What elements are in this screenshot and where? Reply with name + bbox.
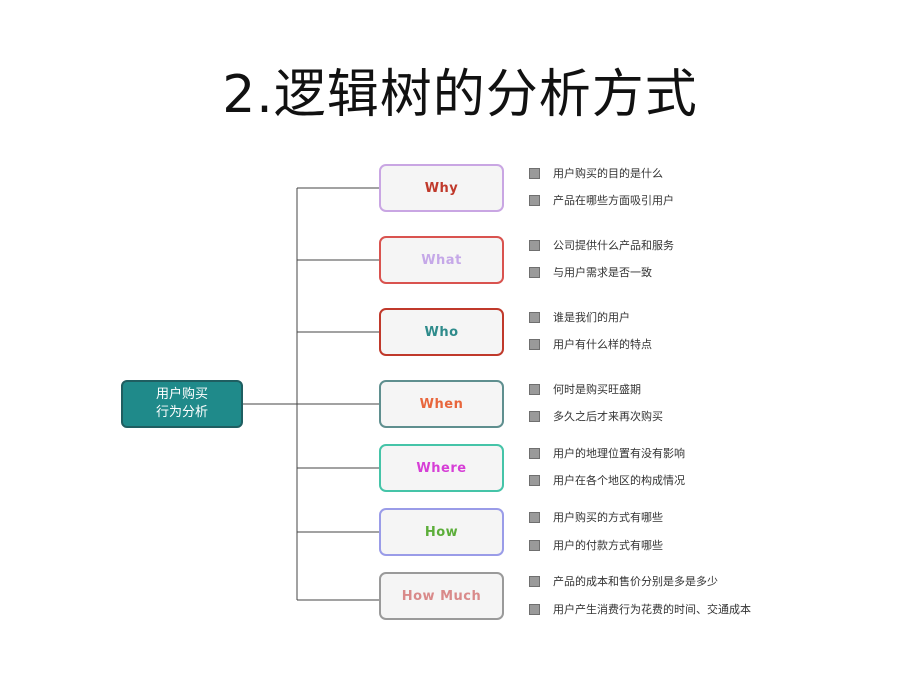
branch-node-why: Why [379, 164, 504, 212]
leaf-item: 用户购买的目的是什么 [529, 165, 663, 181]
leaf-item: 用户在各个地区的构成情况 [529, 472, 685, 488]
leaf-text: 何时是购买旺盛期 [553, 383, 641, 396]
leaf-text: 用户有什么样的特点 [553, 338, 652, 351]
leaf-item: 何时是购买旺盛期 [529, 381, 641, 397]
checkbox-square-icon [529, 167, 540, 179]
leaf-text: 用户购买的目的是什么 [553, 167, 663, 180]
leaf-item: 谁是我们的用户 [529, 309, 630, 325]
checkbox-square-icon [529, 511, 540, 523]
branch-label: How Much [401, 588, 482, 604]
leaf-item: 用户有什么样的特点 [529, 336, 652, 352]
leaf-item: 公司提供什么产品和服务 [529, 237, 674, 253]
leaf-item: 多久之后才来再次购买 [529, 408, 663, 424]
root-line-1: 用户购买 [155, 387, 208, 402]
branch-label: What [421, 252, 462, 268]
leaf-item: 用户的付款方式有哪些 [529, 537, 663, 553]
leaf-text: 用户产生消费行为花费的时间、交通成本 [553, 603, 751, 616]
checkbox-square-icon [529, 603, 540, 615]
checkbox-square-icon [529, 575, 540, 587]
branch-label: Who [424, 324, 459, 340]
leaf-text: 公司提供什么产品和服务 [553, 239, 674, 252]
leaf-text: 产品的成本和售价分别是多是多少 [553, 575, 718, 588]
checkbox-square-icon [529, 383, 540, 395]
branch-node-where: Where [379, 444, 504, 492]
leaf-text: 产品在哪些方面吸引用户 [553, 194, 674, 207]
leaf-text: 用户购买的方式有哪些 [553, 511, 663, 524]
leaf-item: 产品的成本和售价分别是多是多少 [529, 573, 718, 589]
root-line-2: 行为分析 [155, 405, 208, 420]
leaf-text: 用户的付款方式有哪些 [553, 539, 663, 552]
leaf-text: 用户的地理位置有没有影响 [553, 447, 685, 460]
checkbox-square-icon [529, 311, 540, 323]
branch-node-how: How [379, 508, 504, 556]
branch-label: When [419, 396, 464, 412]
leaf-text: 谁是我们的用户 [553, 311, 630, 324]
leaf-item: 用户的地理位置有没有影响 [529, 445, 685, 461]
checkbox-square-icon [529, 447, 540, 459]
branch-node-who: Who [379, 308, 504, 356]
leaf-text: 多久之后才来再次购买 [553, 410, 663, 423]
checkbox-square-icon [529, 410, 540, 422]
branch-node-what: What [379, 236, 504, 284]
leaf-text: 与用户需求是否一致 [553, 266, 652, 279]
checkbox-square-icon [529, 194, 540, 206]
checkbox-square-icon [529, 474, 540, 486]
leaf-item: 与用户需求是否一致 [529, 264, 652, 280]
branch-node-when: When [379, 380, 504, 428]
checkbox-square-icon [529, 239, 540, 251]
branch-label: Where [416, 460, 467, 476]
checkbox-square-icon [529, 539, 540, 551]
leaf-item: 产品在哪些方面吸引用户 [529, 192, 674, 208]
leaf-text: 用户在各个地区的构成情况 [553, 474, 685, 487]
checkbox-square-icon [529, 266, 540, 278]
leaf-item: 用户购买的方式有哪些 [529, 509, 663, 525]
page-title: 2.逻辑树的分析方式 [222, 65, 698, 125]
root-node: 用户购买 行为分析 [121, 380, 243, 428]
checkbox-square-icon [529, 338, 540, 350]
leaf-item: 用户产生消费行为花费的时间、交通成本 [529, 601, 751, 617]
branch-node-how-much: How Much [379, 572, 504, 620]
branch-label: How [424, 524, 459, 540]
branch-label: Why [424, 180, 459, 196]
